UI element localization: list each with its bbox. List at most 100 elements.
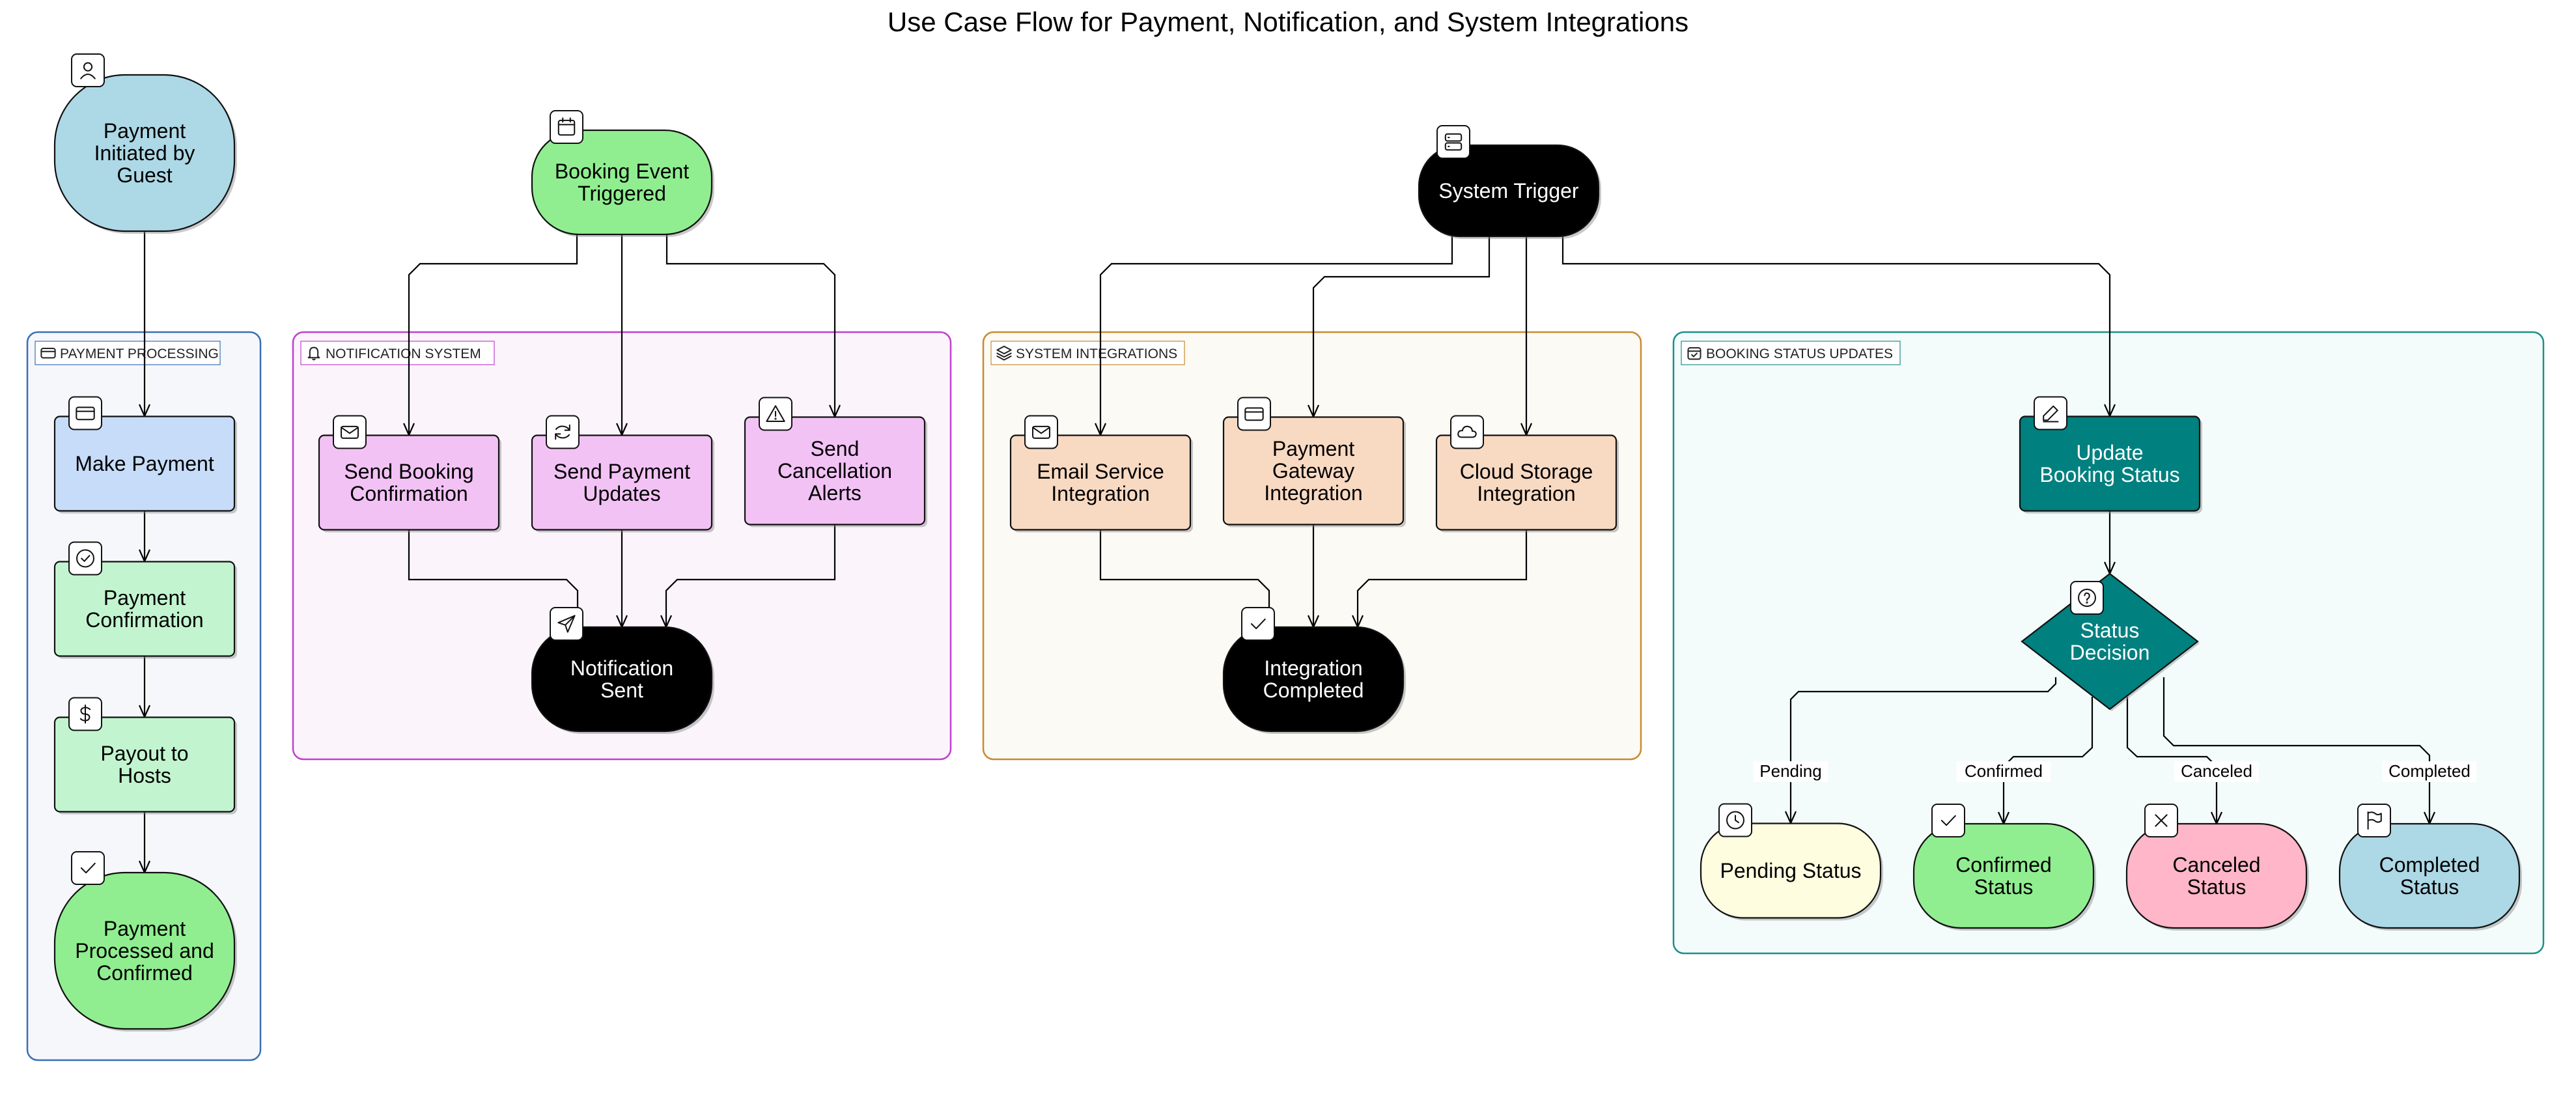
- node-label: Send: [811, 437, 860, 460]
- calendar-check-icon: [1687, 347, 1701, 360]
- node-label: Confirmation: [350, 482, 468, 505]
- node-label: Completed: [2379, 853, 2480, 877]
- send-icon: [550, 607, 583, 641]
- mail-icon: [1024, 415, 1058, 449]
- cluster-label-notification: NOTIFICATION SYSTEM: [300, 341, 495, 365]
- node-label: Payment: [1272, 437, 1354, 460]
- node-label: Cancellation: [777, 459, 892, 483]
- diagram-title: Use Case Flow for Payment, Notification,…: [887, 7, 1689, 37]
- edge-label-pending: Pending: [1759, 761, 1821, 781]
- cluster-title: NOTIFICATION SYSTEM: [326, 346, 481, 361]
- edge-label-completed: Completed: [2388, 761, 2471, 781]
- cluster-label-payment: PAYMENT PROCESSING: [35, 341, 221, 365]
- cluster-label-integrations: SYSTEM INTEGRATIONS: [990, 341, 1185, 365]
- edge-cloud-storage-to-integration-completed: [1358, 530, 1528, 627]
- node-label: Pending Status: [1720, 859, 1861, 882]
- node-label: Cloud Storage: [1460, 460, 1593, 483]
- cluster-label-booking: BOOKING STATUS UPDATES: [1681, 341, 1901, 365]
- node-label: Processed and: [75, 939, 214, 962]
- node-label: Email Service: [1037, 460, 1164, 483]
- cluster-title: PAYMENT PROCESSING: [60, 346, 219, 361]
- node-label: Booking Event: [555, 160, 689, 183]
- edge-status-decision-to-pending-status: [1791, 677, 2057, 823]
- calendar-icon: [550, 110, 583, 144]
- edge-send-booking-to-notification-sent: [408, 530, 578, 627]
- node-label: Notification: [570, 656, 673, 680]
- check-icon: [71, 851, 105, 885]
- check-icon: [1931, 804, 1965, 837]
- edge-system-trigger-to-email-service: [1100, 236, 1453, 435]
- node-label: Update: [2076, 441, 2143, 464]
- server-icon: [1436, 125, 1470, 159]
- node-label: Status: [2080, 619, 2140, 642]
- node-label: Decision: [2070, 641, 2150, 664]
- edge-system-trigger-to-update-booking: [1561, 236, 2110, 416]
- node-label: Hosts: [118, 764, 171, 787]
- cluster-title: SYSTEM INTEGRATIONS: [1016, 346, 1177, 361]
- edge-label-confirmed: Confirmed: [1965, 761, 2043, 781]
- node-label: Confirmed: [1955, 853, 2052, 877]
- node-label: Completed: [1263, 679, 1364, 702]
- node-label: Confirmed: [96, 961, 193, 985]
- edge-booking-event-to-send-booking: [409, 234, 578, 435]
- node-label: Status: [2187, 875, 2247, 899]
- node-label: Make Payment: [75, 452, 214, 475]
- node-label: Status: [1974, 875, 2034, 899]
- node-label: Payment: [104, 586, 186, 610]
- credit-card-icon: [68, 396, 102, 430]
- node-label: Integration: [1477, 482, 1575, 505]
- cluster-title: BOOKING STATUS UPDATES: [1706, 346, 1893, 361]
- node-label: Integration: [1264, 481, 1362, 505]
- node-label: Sent: [600, 679, 643, 702]
- node-label: Guest: [117, 163, 172, 187]
- edge-send-cancellation-to-notification-sent: [666, 525, 836, 627]
- alert-triangle-icon: [759, 397, 792, 431]
- credit-card-icon: [40, 348, 56, 359]
- mail-icon: [333, 415, 367, 449]
- dollar-icon: [68, 697, 102, 731]
- edge-email-service-to-integration-completed: [1099, 530, 1269, 627]
- edge-booking-event-to-send-cancellation: [665, 234, 835, 417]
- node-label: Initiated by: [94, 141, 195, 165]
- node-label: Payment: [104, 119, 186, 143]
- node-system-trigger[interactable]: System Trigger: [1418, 125, 1601, 239]
- cloud-icon: [1450, 415, 1484, 449]
- node-label: Booking Status: [2039, 463, 2179, 486]
- node-label: Gateway: [1272, 459, 1354, 483]
- node-label: Canceled: [2172, 853, 2260, 877]
- node-label: Triggered: [578, 182, 666, 205]
- node-make-payment[interactable]: Make Payment: [53, 396, 237, 514]
- node-label: Payment: [104, 917, 186, 940]
- x-icon: [2144, 804, 2178, 837]
- refresh-icon: [546, 415, 580, 449]
- clock-icon: [1718, 803, 1752, 837]
- node-pending-status[interactable]: Pending Status: [1700, 803, 1883, 921]
- node-label: Integration: [1051, 482, 1149, 505]
- node-label: Integration: [1264, 656, 1362, 680]
- edge-label-canceled: Canceled: [2181, 761, 2252, 781]
- flag-icon: [2357, 804, 2391, 837]
- edge-system-trigger-to-payment-gateway: [1313, 236, 1491, 417]
- bell-icon: [307, 346, 320, 361]
- node-label: Payout to: [100, 742, 188, 765]
